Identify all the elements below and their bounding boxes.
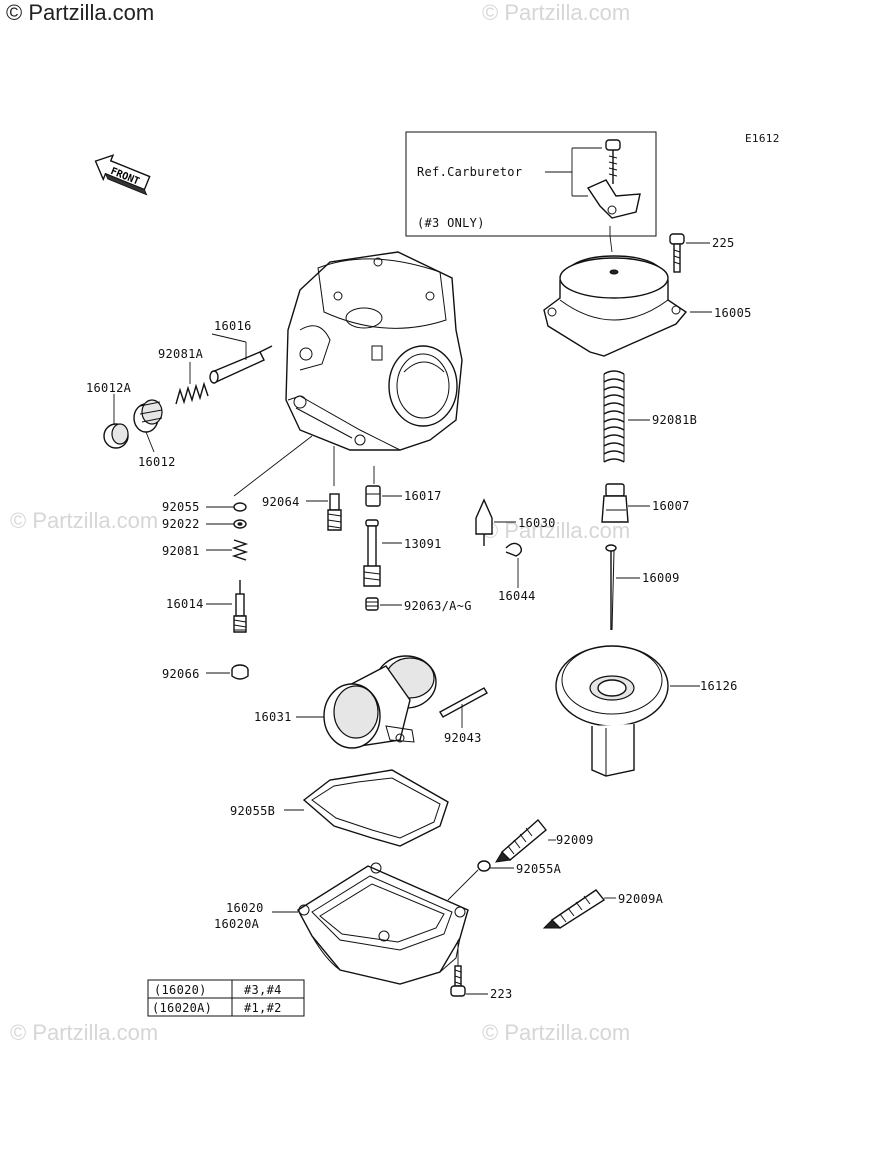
part-92055b-gasket bbox=[284, 769, 449, 847]
watermark: © Partzilla.com bbox=[10, 508, 158, 533]
label-16012: 16012 bbox=[138, 455, 176, 469]
watermark: © Partzilla.com bbox=[482, 0, 630, 25]
watermark: © Partzilla.com bbox=[10, 1020, 158, 1045]
part-16044-clip bbox=[505, 542, 523, 588]
table-cell: #1,#2 bbox=[244, 1001, 282, 1015]
table-cell: (16020A) bbox=[152, 1001, 212, 1015]
label-223: 223 bbox=[490, 987, 513, 1001]
watermark: © Partzilla.com bbox=[482, 1020, 630, 1045]
part-92043-pin bbox=[439, 687, 488, 728]
part-16016-adjuster bbox=[209, 333, 273, 384]
label-16016: 16016 bbox=[214, 319, 252, 333]
label-13091: 13091 bbox=[404, 537, 442, 551]
ref-box-line1: Ref.Carburetor bbox=[417, 165, 522, 179]
table-cell: #3,#4 bbox=[244, 983, 282, 997]
part-92081a-spring bbox=[175, 362, 209, 405]
part-16020-float-bowl bbox=[272, 862, 469, 985]
part-16126-diaphragm bbox=[555, 645, 700, 777]
label-92055b: 92055B bbox=[230, 804, 275, 818]
part-225-screw bbox=[669, 233, 710, 273]
ref-carburetor-box: Ref.Carburetor (#3 ONLY) bbox=[405, 131, 657, 237]
part-92081b-spring bbox=[603, 370, 650, 463]
label-92064: 92064 bbox=[262, 495, 300, 509]
part-16012-cap bbox=[133, 399, 163, 453]
label-92055a: 92055A bbox=[516, 862, 562, 876]
part-92066-plug bbox=[206, 664, 249, 680]
part-16005-top-cover bbox=[543, 255, 712, 357]
label-225: 225 bbox=[712, 236, 735, 250]
label-92081b: 92081B bbox=[652, 413, 697, 427]
label-16044: 16044 bbox=[498, 589, 536, 603]
part-16012a-washer bbox=[103, 394, 129, 449]
part-92022-washer bbox=[206, 519, 247, 529]
part-92055a-oring bbox=[447, 860, 514, 901]
label-92081: 92081 bbox=[162, 544, 200, 558]
front-arrow-icon: FRONT bbox=[94, 154, 151, 196]
part-92063-main-jet bbox=[365, 597, 402, 611]
label-92063: 92063/A~G bbox=[404, 599, 472, 613]
label-16020a: 16020A bbox=[214, 917, 260, 931]
label-92009a: 92009A bbox=[618, 892, 664, 906]
applicability-table: (16020) #3,#4 (16020A) #1,#2 bbox=[147, 979, 305, 1017]
part-16031-float bbox=[296, 655, 437, 749]
part-16017-holder bbox=[365, 466, 402, 507]
part-16014-screw bbox=[206, 580, 247, 633]
label-16017: 16017 bbox=[404, 489, 442, 503]
table-cell: (16020) bbox=[154, 983, 207, 997]
part-labels: 225 16005 16016 92081A 16012A 16012 9208… bbox=[86, 236, 752, 1001]
part-223-screw bbox=[450, 940, 488, 997]
label-16009: 16009 bbox=[642, 571, 680, 585]
label-16126: 16126 bbox=[700, 679, 738, 693]
part-92009a-screw bbox=[542, 889, 616, 929]
label-92055: 92055 bbox=[162, 500, 200, 514]
label-92081a: 92081A bbox=[158, 347, 204, 361]
part-16009-needle bbox=[605, 544, 640, 631]
watermark-top-left: © Partzilla.com bbox=[6, 0, 154, 25]
part-92064-jet bbox=[306, 493, 342, 531]
label-16012a: 16012A bbox=[86, 381, 132, 395]
label-92066: 92066 bbox=[162, 667, 200, 681]
label-16031: 16031 bbox=[254, 710, 292, 724]
diagram-ref-code: E1612 bbox=[745, 132, 780, 145]
part-92081-spring bbox=[206, 539, 249, 561]
label-92022: 92022 bbox=[162, 517, 200, 531]
label-92043: 92043 bbox=[444, 731, 482, 745]
part-92009-screw bbox=[495, 818, 556, 863]
label-16020: 16020 bbox=[226, 901, 264, 915]
part-92055-oring bbox=[206, 502, 247, 512]
label-16007: 16007 bbox=[652, 499, 690, 513]
label-16014: 16014 bbox=[166, 597, 204, 611]
label-16005: 16005 bbox=[714, 306, 752, 320]
label-92009: 92009 bbox=[556, 833, 594, 847]
part-13091-needle-jet bbox=[363, 519, 402, 587]
part-carburetor-body bbox=[233, 251, 463, 497]
part-16030-float-valve bbox=[475, 498, 516, 546]
label-16030: 16030 bbox=[518, 516, 556, 530]
ref-box-line2: (#3 ONLY) bbox=[417, 216, 485, 230]
part-16007-holder bbox=[601, 483, 650, 523]
